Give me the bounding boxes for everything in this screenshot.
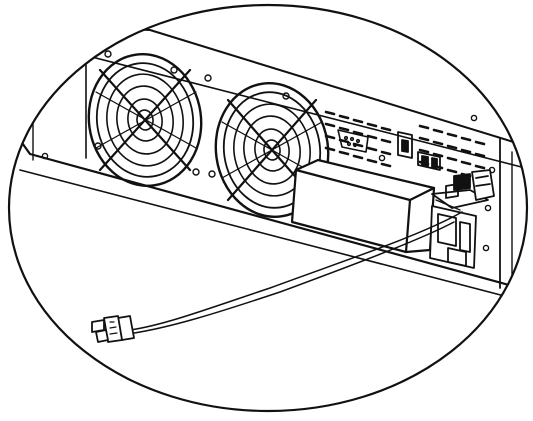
zoom-oval <box>7 3 529 413</box>
db9-port-icon <box>337 129 369 153</box>
accessory-box <box>290 158 436 254</box>
fan-grille-icon <box>87 52 203 188</box>
chassis-rear-panel <box>18 25 527 301</box>
cable <box>127 211 463 335</box>
connector-bracket <box>429 169 495 269</box>
plug-connector-icon <box>91 315 135 343</box>
switch-block <box>397 131 441 171</box>
